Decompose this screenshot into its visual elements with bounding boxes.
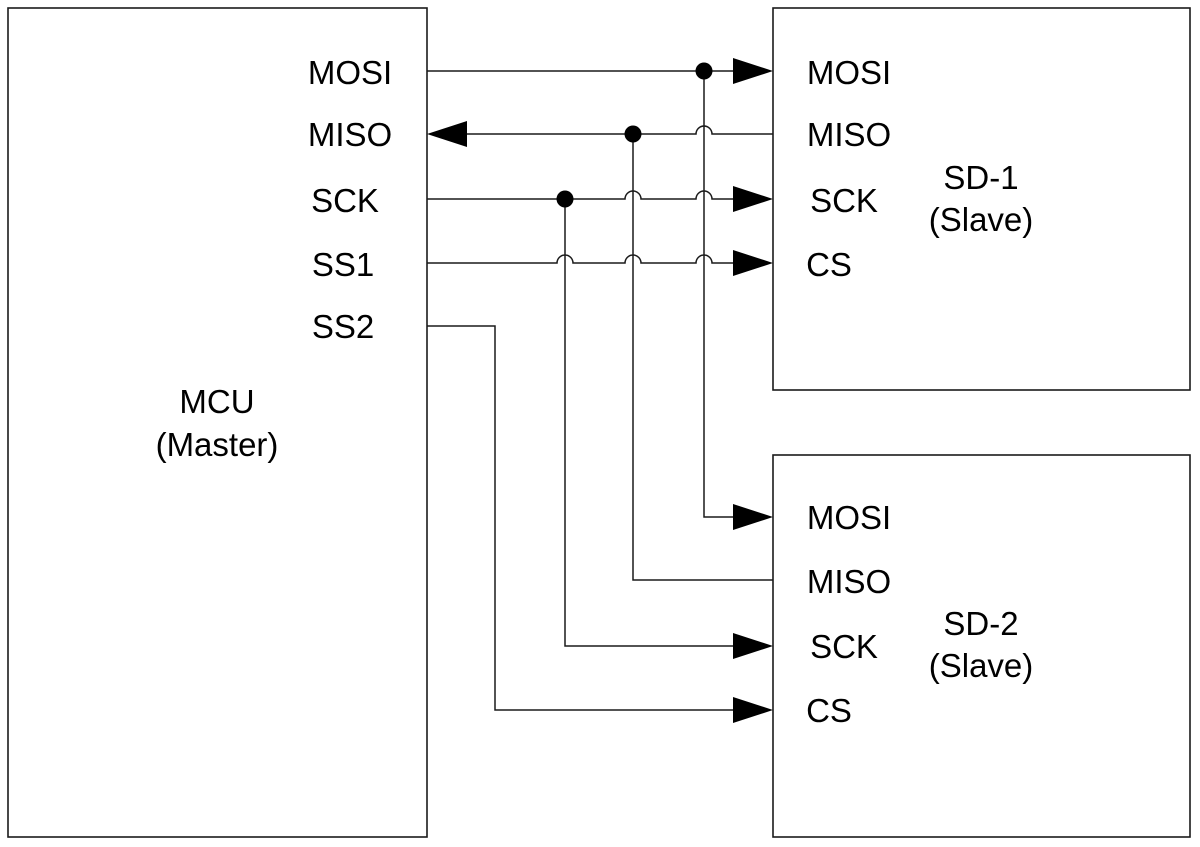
sd1-pin-cs: CS [806,246,852,283]
wire-sck [427,190,733,647]
arrowhead-sd2-cs [733,697,773,723]
master-pin-mosi: MOSI [308,54,392,91]
arrowhead-sd2-sck [733,633,773,659]
master-pin-miso: MISO [308,116,392,153]
slave-block-sd2 [772,454,1191,838]
sd1-subtitle: (Slave) [929,201,1034,238]
sd1-pin-miso: MISO [807,116,891,153]
master-pin-sck: SCK [311,182,379,219]
master-pin-ss1: SS1 [312,246,374,283]
junction-dot-miso [624,125,642,143]
slave-block-sd1 [772,7,1191,391]
arrowhead-sd1-cs [733,250,773,276]
wire-miso [467,125,773,581]
master-subtitle: (Master) [156,426,279,463]
master-pin-ss2: SS2 [312,308,374,345]
arrowhead-sd2-mosi [733,504,773,530]
sd2-pin-mosi: MOSI [807,499,891,536]
sd1-title: SD-1 [943,159,1018,196]
junction-dot-sck [556,190,574,208]
sd2-pin-cs: CS [806,692,852,729]
arrowhead-sd1-mosi [733,58,773,84]
arrowhead-sd1-sck [733,186,773,212]
wire-ss2 [427,325,733,711]
junction-dot-mosi [695,62,713,80]
wire-mosi [427,70,733,518]
sd1-pin-mosi: MOSI [807,54,891,91]
sd2-pin-miso: MISO [807,563,891,600]
sd2-title: SD-2 [943,605,1018,642]
sd2-subtitle: (Slave) [929,647,1034,684]
master-title: MCU [179,383,254,420]
master-block [7,7,428,838]
sd2-pin-sck: SCK [810,628,878,665]
sd1-pin-sck: SCK [810,182,878,219]
arrowhead-master-miso [427,121,467,147]
wire-ss1 [427,254,733,264]
